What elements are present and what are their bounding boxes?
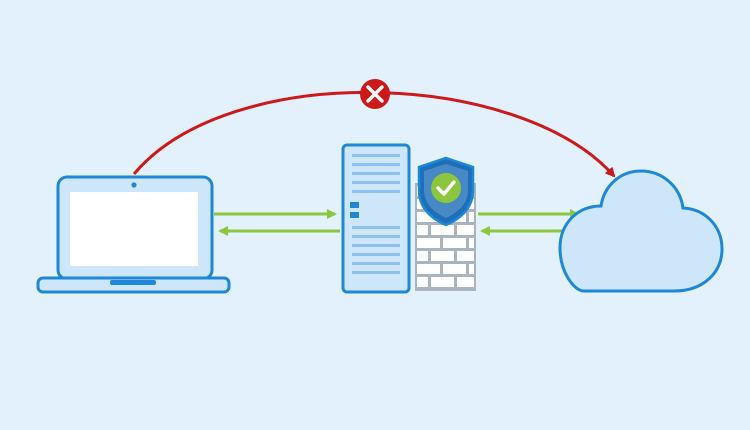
server-vent-line [352, 244, 400, 247]
shield-check-icon [417, 156, 475, 227]
server-vent-line [352, 190, 400, 193]
server-vent-line [352, 181, 400, 184]
firewall-brick [431, 251, 454, 261]
firewall-brick [469, 238, 474, 248]
firewall-brick [457, 251, 474, 261]
server-vent-line [352, 271, 400, 274]
server-vent-line [352, 172, 400, 175]
firewall-brick [417, 277, 428, 287]
server-vent-line [352, 226, 400, 229]
server-vent-line [352, 154, 400, 157]
x-icon [360, 79, 390, 109]
laptop-icon [36, 175, 231, 294]
server-vent-line [352, 235, 400, 238]
server-vent-line [352, 253, 400, 256]
firewall-brick [443, 238, 466, 248]
firewall-brick [469, 264, 474, 274]
cloud-icon [558, 169, 724, 293]
laptop-screen [70, 192, 198, 266]
firewall-brick [457, 277, 474, 287]
server-vent-line [352, 163, 400, 166]
server-icon [341, 143, 411, 294]
server-vent-line [352, 262, 400, 265]
firewall-brick [417, 225, 428, 235]
firewall-brick [417, 212, 440, 222]
firewall-brick [431, 277, 454, 287]
firewall-brick [417, 264, 440, 274]
firewall-brick [469, 212, 474, 222]
firewall-brick [457, 225, 474, 235]
firewall-brick [417, 238, 440, 248]
firewall-brick [443, 264, 466, 274]
firewall-brick [431, 225, 454, 235]
firewall-brick [417, 251, 428, 261]
